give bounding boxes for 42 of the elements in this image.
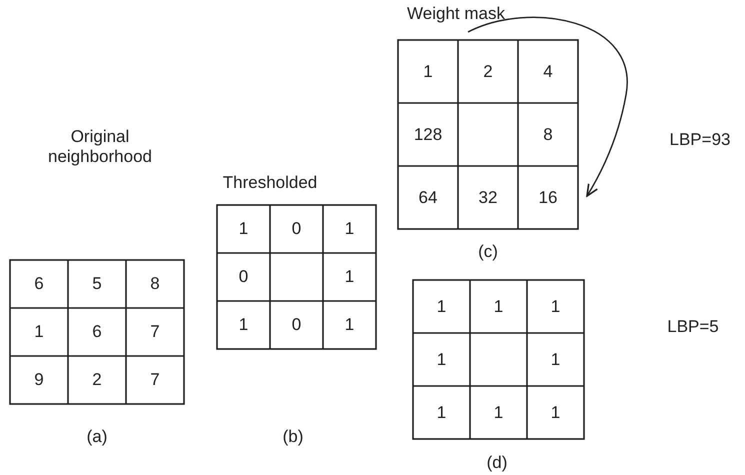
grid-title: Thresholded <box>222 173 318 193</box>
cell-value: 1 <box>344 267 354 287</box>
grid-title: Original neighborhood <box>47 127 153 167</box>
cell-value: 5 <box>92 274 102 294</box>
cell-value: 2 <box>92 370 102 390</box>
cell-value: 0 <box>292 219 302 239</box>
cell-value: 9 <box>34 370 44 390</box>
cell-value: 1 <box>344 219 354 239</box>
cell-value: 1 <box>436 402 446 422</box>
cell-value: 8 <box>543 124 553 144</box>
cell-value: 1 <box>238 315 248 335</box>
lbp-value: LBP=5 <box>667 317 719 337</box>
cell-value: 1 <box>436 296 446 316</box>
cell-value: 7 <box>150 370 160 390</box>
cell-value: 1 <box>34 322 44 342</box>
cell-value: 1 <box>550 402 560 422</box>
panel-label: (b) <box>282 427 304 447</box>
panel-label: (a) <box>86 427 108 447</box>
cell-value: 1 <box>550 296 560 316</box>
grid-title: Weight mask <box>407 4 505 24</box>
cell-value: 1 <box>344 315 354 335</box>
cell-value: 6 <box>34 274 44 294</box>
panel-label: (d) <box>486 453 508 473</box>
cell-value: 1 <box>238 219 248 239</box>
lbp-value: LBP=93 <box>670 130 730 150</box>
cell-value: 0 <box>292 315 302 335</box>
cell-value: 1 <box>494 402 504 422</box>
cell-value: 1 <box>550 350 560 370</box>
cell-value: 1 <box>423 62 433 82</box>
panel-label: (c) <box>478 242 498 262</box>
cell-value: 32 <box>478 188 498 208</box>
cell-value: 128 <box>414 124 442 144</box>
cell-value: 6 <box>92 322 102 342</box>
cell-value: 4 <box>543 62 553 82</box>
cell-value: 8 <box>150 274 160 294</box>
cell-value: 0 <box>238 267 248 287</box>
cell-value: 2 <box>483 62 493 82</box>
cell-value: 1 <box>436 350 446 370</box>
cell-value: 1 <box>494 296 504 316</box>
cell-value: 64 <box>418 188 438 208</box>
cell-value: 16 <box>538 188 558 208</box>
cell-value: 7 <box>150 322 160 342</box>
